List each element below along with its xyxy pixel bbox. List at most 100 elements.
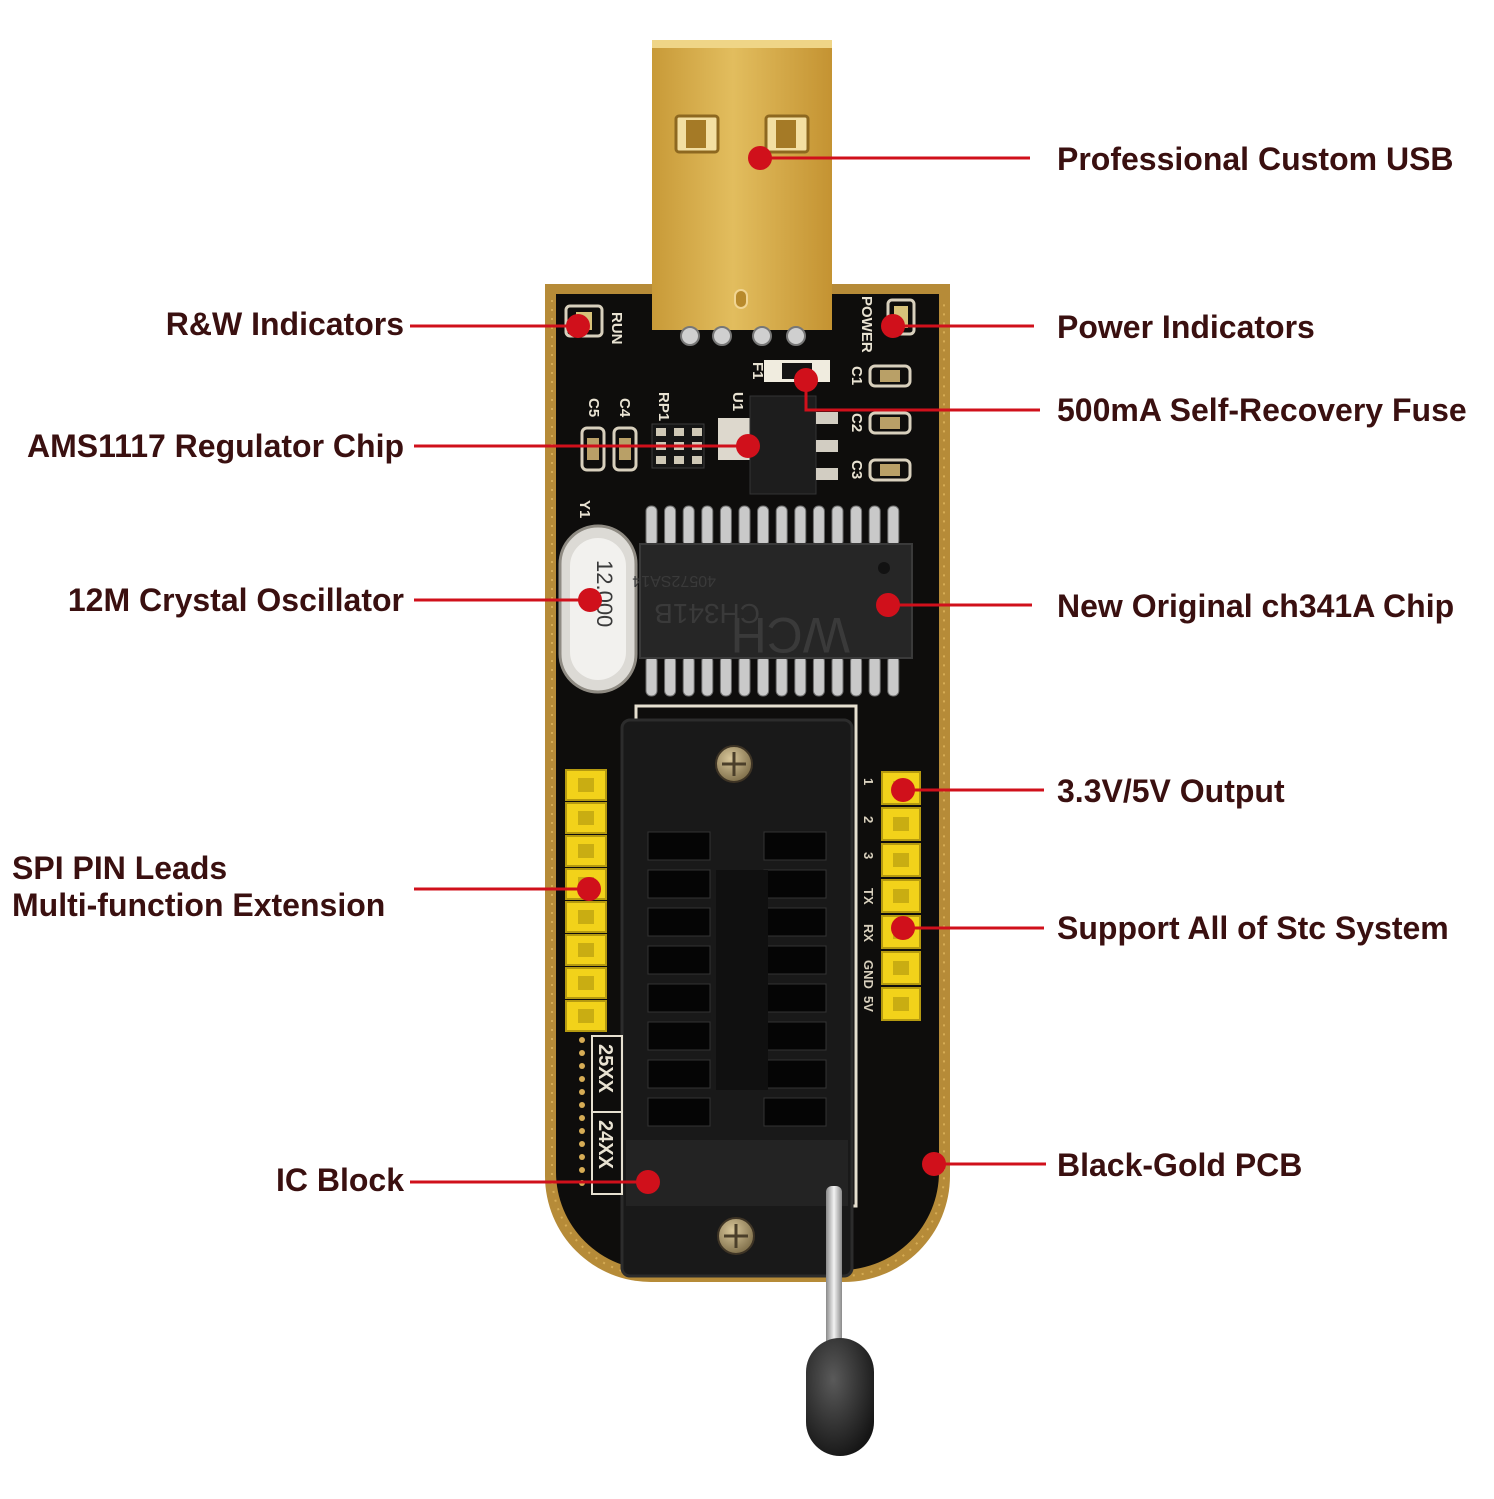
header-pin-hole	[578, 778, 594, 792]
chip-pin	[887, 505, 900, 547]
socket-slot	[763, 869, 827, 899]
capacitor-c5	[580, 426, 606, 472]
socket-type-labels: 25XX 24XX	[579, 1035, 623, 1195]
chip-pin	[719, 655, 732, 697]
capacitor-c3	[868, 458, 912, 482]
label-stc-support: Support All of Stc System	[1057, 910, 1449, 946]
pcb-vias	[579, 1037, 585, 1186]
chip-pin	[775, 505, 788, 547]
header-pin-hole	[578, 943, 594, 957]
socket-slot	[647, 1097, 711, 1127]
power-callout-dot	[881, 314, 905, 338]
silk-c3-label: C3	[848, 460, 865, 479]
via	[579, 1037, 585, 1043]
socket-slot	[647, 869, 711, 899]
chip-pin	[794, 505, 807, 547]
crystal-oscillator: 12.000	[558, 524, 638, 694]
header-pin-hole	[893, 889, 909, 903]
chip-pins-bottom	[645, 655, 900, 697]
header-pin-hole	[893, 961, 909, 975]
socket-slot	[647, 1059, 711, 1089]
label-crystal-oscillator: 12M Crystal Oscillator	[67, 582, 404, 618]
via	[579, 1167, 585, 1173]
regulator-chip	[718, 395, 838, 495]
header-pin	[565, 835, 607, 867]
silk-25xx-label: 25XX	[594, 1044, 616, 1094]
label-spi-pin-leads: SPI PIN Leads Multi-function Extension	[12, 850, 385, 924]
rw-callout-dot	[566, 314, 590, 338]
pin-label: 2	[861, 816, 876, 823]
header-pin-hole	[578, 811, 594, 825]
chip-marking-text: CH341B	[654, 598, 760, 629]
label-output-voltage: 3.3V/5V Output	[1057, 773, 1285, 809]
usb-callout-dot	[748, 146, 772, 170]
socket-slot	[763, 1021, 827, 1051]
silk-24xx-label: 24XX	[594, 1120, 616, 1170]
chip-pin	[701, 505, 714, 547]
silk-c2-label: C2	[848, 413, 865, 432]
pin-label: 1	[861, 778, 876, 785]
silk-run-label: RUN	[608, 312, 625, 345]
silk-f1-label: F1	[749, 362, 766, 380]
label-ch341a-chip: New Original ch341A Chip	[1057, 588, 1455, 624]
label-ic-block: IC Block	[275, 1162, 404, 1198]
header-pin	[565, 967, 607, 999]
via	[579, 1128, 585, 1134]
socket-slot	[763, 945, 827, 975]
icblock-callout-dot	[636, 1170, 660, 1194]
header-pin	[881, 843, 921, 877]
chip-pin	[757, 505, 770, 547]
silk-rp1-label: RP1	[655, 392, 672, 421]
header-pin	[881, 807, 921, 841]
label-spi-line-1: SPI PIN Leads	[12, 850, 228, 886]
via	[579, 1141, 585, 1147]
zif-lever	[806, 1186, 874, 1456]
pin-label: 5V	[861, 996, 876, 1012]
silk-power-label: POWER	[858, 296, 875, 353]
header-pin	[565, 1000, 607, 1032]
output-pin-labels: 1 2 3TX RX GND 5V	[861, 778, 876, 1012]
chip-pin	[645, 505, 658, 547]
ch341a-chip: CH341B 40572SA14 WCH	[632, 505, 913, 697]
silk-c5-label: C5	[585, 398, 602, 417]
socket-slot	[763, 983, 827, 1013]
pin-label: 3	[861, 852, 876, 859]
stc-callout-dot	[891, 916, 915, 940]
socket-contact-slots	[647, 831, 827, 1127]
chip-brand-logo: WCH	[731, 607, 850, 663]
via	[579, 1154, 585, 1160]
header-pin-hole	[893, 817, 909, 831]
pcb-callout-dot	[922, 1152, 946, 1176]
zif-socket	[620, 718, 854, 1278]
label-rw-indicators: R&W Indicators	[165, 306, 404, 342]
via	[579, 1115, 585, 1121]
pin-label: TX	[861, 888, 876, 905]
chip-callout-dot	[876, 593, 900, 617]
via	[579, 1102, 585, 1108]
socket-slot	[763, 1097, 827, 1127]
pin-label: GND	[861, 960, 876, 989]
output-pin-header	[881, 771, 921, 1021]
socket-slot	[763, 907, 827, 937]
socket-slot	[647, 983, 711, 1013]
socket-slot	[647, 907, 711, 937]
usb-connector	[652, 40, 832, 346]
chip-pin	[850, 505, 863, 547]
silk-y1-label: Y1	[576, 500, 593, 518]
crystal-callout-dot	[578, 588, 602, 612]
capacitor-c1	[868, 364, 912, 388]
via	[579, 1063, 585, 1069]
regulator-callout-dot	[736, 434, 760, 458]
header-pin-hole	[578, 910, 594, 924]
chip-pin	[701, 655, 714, 697]
socket-slot	[647, 831, 711, 861]
socket-slot	[647, 945, 711, 975]
socket-slot	[647, 1021, 711, 1051]
label-spi-line-2: Multi-function Extension	[12, 887, 386, 924]
label-power-indicators: Power Indicators	[1057, 309, 1315, 345]
via	[579, 1050, 585, 1056]
pin-label: RX	[861, 924, 876, 942]
via	[579, 1076, 585, 1082]
